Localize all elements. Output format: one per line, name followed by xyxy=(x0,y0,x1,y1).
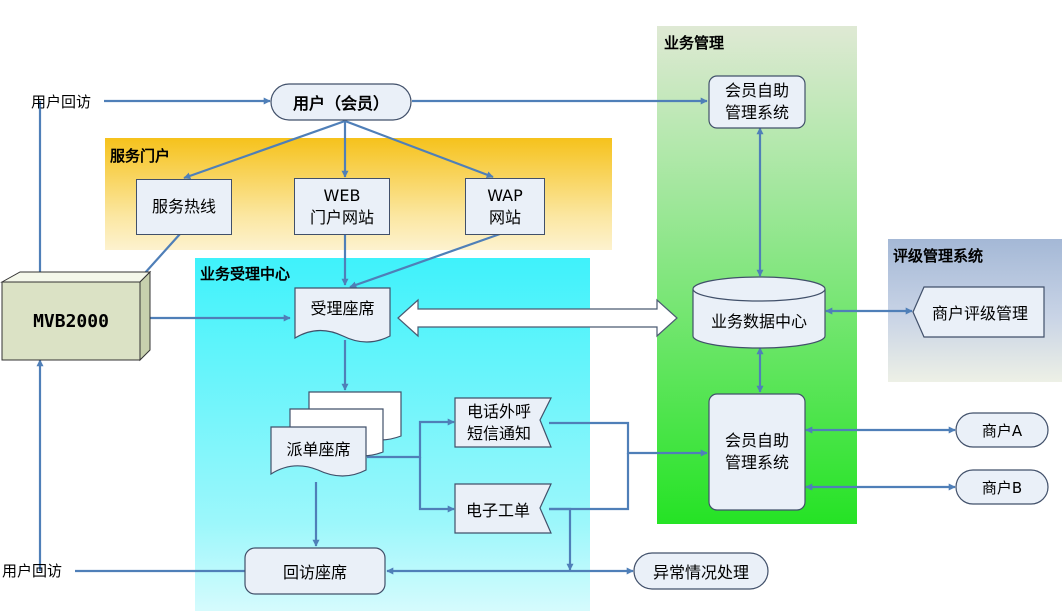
data-center-node[interactable]: 业务数据中心 xyxy=(710,312,807,331)
dispatch-seat-node[interactable]: 派单座席 xyxy=(286,440,351,459)
phone-sms-shape xyxy=(454,397,552,448)
mvb-box-shape xyxy=(0,270,152,362)
callback-top-label: 用户回访 xyxy=(31,93,92,111)
user-node-shape xyxy=(270,83,412,121)
e-ticket-shape xyxy=(454,483,552,534)
user-node[interactable]: 用户（会员） xyxy=(292,94,389,113)
business-mgmt-zone-label: 业务管理 xyxy=(664,34,725,52)
hotline-node[interactable]: 服务热线 xyxy=(136,179,232,235)
exception-shape xyxy=(633,552,769,590)
edge-wap-accept xyxy=(349,232,501,289)
mvb2000-node[interactable]: MVB2000 xyxy=(33,310,109,332)
portal-zone-label: 服务门户 xyxy=(110,147,171,165)
callback-bottom-label: 用户回访 xyxy=(2,562,63,580)
revisit-seat-shape xyxy=(244,547,386,595)
dispatch-seat-shape xyxy=(270,391,402,477)
merchant-b-shape xyxy=(955,469,1049,505)
edge-accept-datacenter-double-arrow xyxy=(397,298,678,338)
acceptance-zone-label: 业务受理中心 xyxy=(200,265,291,283)
member-self-mid-node[interactable]: 会员自助 管理系统 xyxy=(724,431,789,472)
edge-dispatch-eticket xyxy=(418,457,455,513)
member-self-mid-shape xyxy=(708,393,806,511)
revisit-seat-node[interactable]: 回访座席 xyxy=(282,563,347,582)
merchant-b-node[interactable]: 商户B xyxy=(981,478,1023,497)
merchant-a-node[interactable]: 商户A xyxy=(981,421,1023,440)
wap-site-node[interactable]: WAP 网站 xyxy=(465,178,545,235)
edge-eticket-exception xyxy=(549,507,574,571)
merchant-a-shape xyxy=(955,412,1049,448)
rating-zone-label: 评级管理系统 xyxy=(893,247,984,265)
phone-sms-node[interactable]: 电话外呼 短信通知 xyxy=(466,402,531,443)
member-self-top-node[interactable]: 会员自助 管理系统 xyxy=(724,81,789,122)
merchant-rating-shape xyxy=(912,286,1045,338)
edge-user-hotline xyxy=(183,119,346,180)
accept-seat-node[interactable]: 受理座席 xyxy=(310,299,375,318)
web-portal-node[interactable]: WEB 门户网站 xyxy=(294,178,390,235)
edge-phone-member-self xyxy=(549,421,708,457)
edge-dispatch-phone xyxy=(367,418,455,459)
exception-node[interactable]: 异常情况处理 xyxy=(652,563,749,582)
data-center-shape xyxy=(692,276,826,349)
edge-user-wap xyxy=(344,119,494,179)
e-ticket-node[interactable]: 电子工单 xyxy=(465,501,530,520)
accept-seat-shape xyxy=(294,287,391,343)
edge-eticket-member-self xyxy=(549,453,630,511)
member-self-top-shape xyxy=(708,75,806,129)
merchant-rating-node[interactable]: 商户评级管理 xyxy=(931,304,1028,323)
